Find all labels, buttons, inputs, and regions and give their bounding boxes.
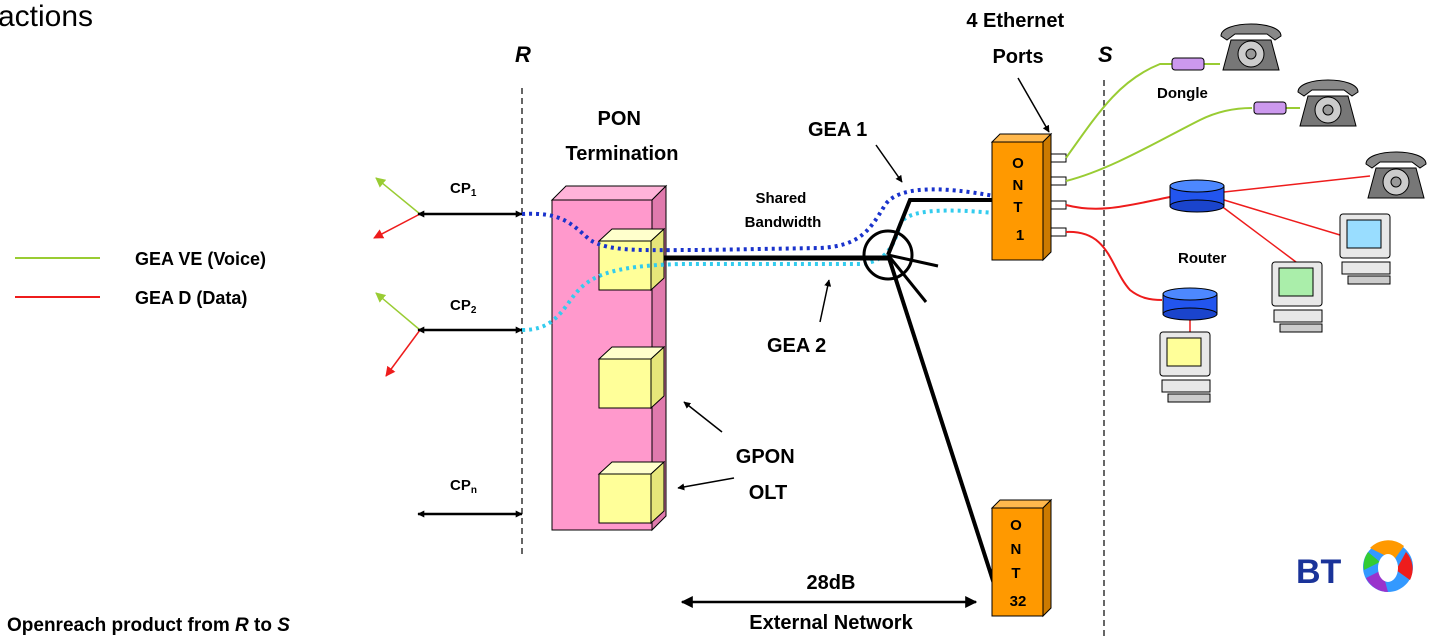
cp-port-2: CP2 [375,292,523,377]
gpon-olt-pointer-card2 [683,401,723,433]
olt-card-3 [597,460,666,525]
cp-port-1: CP1 [373,177,523,239]
bt-logo: BT [1296,540,1413,592]
router-label: Router [1178,250,1226,267]
ethernet-port-2 [1050,176,1067,186]
ont-32: O N T 32 [990,498,1053,618]
computer-icon [1159,331,1211,403]
pon-termination-title: PON Termination [566,108,679,165]
computer-icon [1339,213,1391,285]
telephone-icon [1365,151,1427,199]
drop-fibre-ont1 [886,198,994,256]
cp1-voice-arrow [375,177,421,215]
bt-logo-text: BT [1296,553,1342,591]
splitter-stub-1 [887,253,939,268]
shared-bandwidth-label: Shared Bandwidth [745,190,822,231]
router1-to-pc-a [1219,204,1301,266]
gpon-olt-label: GPON OLT [736,446,800,504]
ethernet-port-3 [1050,200,1067,210]
ethernet-ports-label: 4 Ethernet Ports [966,10,1069,68]
cp1-data-arrow [373,213,421,239]
cp2-label: CP2 [450,297,477,316]
router-2 [1162,287,1218,321]
header-title-fragment: actions [0,0,93,33]
cpn-label: CPn [450,477,477,496]
olt-card-1 [597,227,666,292]
optical-splitter [862,229,914,281]
legend-voice-label: GEA VE (Voice) [135,249,266,269]
router1-to-pc-b [1223,199,1341,236]
legend: GEA VE (Voice) GEA D (Data) [15,249,266,308]
ethernet-ports-pointer [1017,77,1050,133]
cp-port-n: CPn [417,477,523,518]
cp2-voice-arrow [375,292,421,331]
gea1-label: GEA 1 [808,119,867,141]
ethernet-port-4 [1050,227,1067,237]
external-network-label: External Network [749,612,913,634]
legend-data-label: GEA D (Data) [135,288,247,308]
dongle-2 [1253,101,1287,115]
olt-card-2 [597,345,666,410]
splitter-stub-2 [886,254,928,303]
drop-fibre-ont32 [886,254,998,591]
computer-icon [1271,261,1323,333]
gea2-pointer [819,279,832,323]
ont1-label: O N T 1 [1012,155,1028,244]
telephone-icon [1220,23,1282,71]
ethernet-port-1 [1050,153,1067,163]
router1-to-phone [1223,175,1371,193]
cp1-label: CP1 [450,180,477,199]
ont32-label: O N T 32 [1010,517,1027,610]
voice-cable-1 [1065,63,1172,159]
gpon-olt-pointer-card3 [677,477,735,491]
gea2-path [521,208,995,332]
gpon-olt-rack [550,184,668,532]
budget-label: 28dB [807,572,856,594]
r-boundary-label: R [515,42,531,67]
voice-cable-2 [1065,107,1253,182]
telephone-icon [1297,79,1359,127]
gea1-pointer [875,144,903,183]
s-boundary-label: S [1098,42,1113,67]
router-1 [1169,179,1225,213]
dongle-1 [1171,57,1205,71]
ont-1: O N T 1 [990,132,1067,262]
footer-caption: Openreach product from R to S [7,615,290,636]
gea2-label: GEA 2 [767,335,826,357]
cp2-data-arrow [385,329,421,377]
data-cable-router1 [1065,196,1171,210]
data-cable-router2 [1065,230,1163,301]
dongle-label: Dongle [1157,85,1208,102]
